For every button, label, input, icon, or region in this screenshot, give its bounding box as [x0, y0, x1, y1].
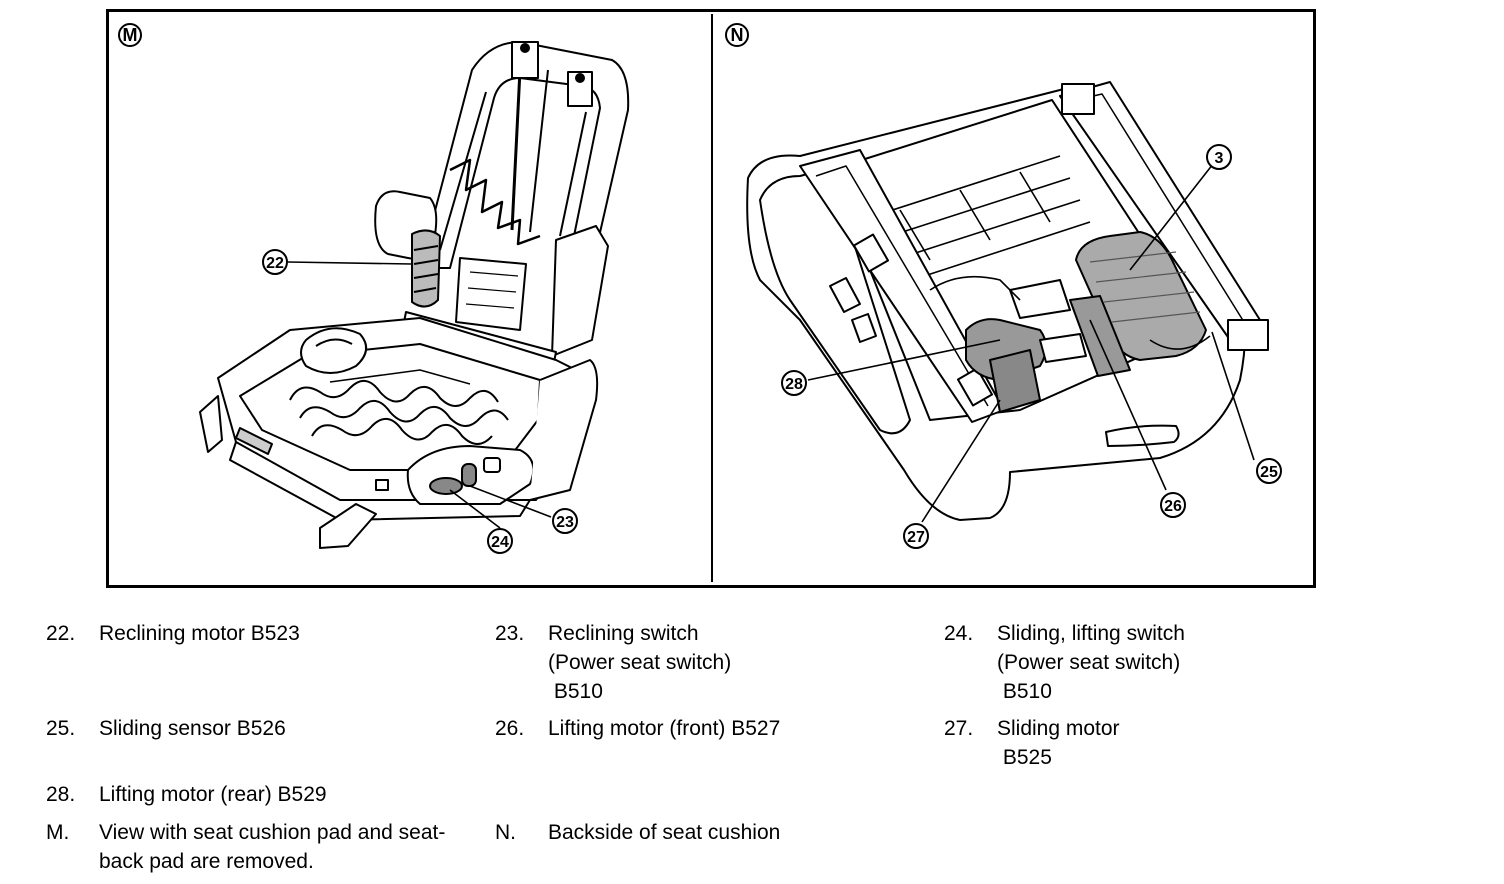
- legend-text: Reclining motor B523: [99, 619, 300, 648]
- legend-number: 24.: [944, 622, 974, 645]
- callout-25: 25: [1256, 458, 1282, 484]
- legend-number: 26.: [495, 717, 525, 740]
- legend-line: Lifting motor (rear) B529: [99, 783, 327, 806]
- figure-frame: [106, 9, 1316, 588]
- view-letter-n: N: [731, 25, 744, 45]
- callout-28: 28: [781, 370, 807, 396]
- seat-frame-drawing: [199, 41, 630, 549]
- legend-text: Sliding sensor B526: [99, 714, 286, 743]
- svg-text:28: 28: [785, 376, 803, 393]
- legend-number: N.: [495, 821, 516, 844]
- legend-number: M.: [46, 821, 70, 844]
- legend-line: Lifting motor (front) B527: [548, 717, 781, 740]
- legend-line: Sliding sensor B526: [99, 717, 286, 740]
- legend-text: Sliding, lifting switch (Power seat swit…: [997, 619, 1185, 706]
- legend-line: Reclining motor B523: [99, 622, 300, 645]
- svg-text:23: 23: [556, 514, 574, 531]
- legend-number: 22.: [46, 622, 76, 645]
- legend-line: B525: [997, 746, 1052, 769]
- legend-number: 23.: [495, 622, 525, 645]
- legend-text: Sliding motor B525: [997, 714, 1120, 772]
- legend-text: Lifting motor (rear) B529: [99, 780, 327, 809]
- cushion-underside-drawing: [746, 81, 1269, 521]
- legend-number: 27.: [944, 717, 974, 740]
- svg-text:22: 22: [266, 255, 284, 272]
- legend-text: Reclining switch (Power seat switch) B51…: [548, 619, 731, 706]
- callout-26: 26: [1160, 492, 1186, 518]
- svg-text:3: 3: [1215, 150, 1224, 167]
- legend-text: Backside of seat cushion: [548, 818, 780, 847]
- legend-number: 28.: [46, 783, 76, 806]
- legend-line: Sliding, lifting switch: [997, 622, 1185, 645]
- view-label-n: N: [725, 23, 749, 47]
- svg-text:24: 24: [491, 534, 509, 551]
- legend-text: Lifting motor (front) B527: [548, 714, 780, 743]
- legend-number: 25.: [46, 717, 76, 740]
- legend-text: View with seat cushion pad and seat- bac…: [99, 818, 445, 876]
- legend-line: B510: [997, 680, 1052, 703]
- callout-3: 3: [1206, 144, 1232, 170]
- callout-27: 27: [903, 523, 929, 549]
- legend-line: B510: [548, 680, 603, 703]
- legend-line: Backside of seat cushion: [548, 821, 781, 844]
- svg-text:26: 26: [1164, 498, 1182, 515]
- legend-line: Sliding motor: [997, 717, 1120, 740]
- view-label-m: M: [118, 23, 142, 47]
- legend-line: (Power seat switch): [548, 651, 732, 674]
- legend-line: back pad are removed.: [99, 850, 314, 873]
- callout-22: 22: [262, 249, 288, 275]
- seat-diagram: M N 22 23 24 3 28 25 26 27: [118, 14, 1282, 582]
- view-letter-m: M: [123, 25, 138, 45]
- legend-line: (Power seat switch): [997, 651, 1181, 674]
- callout-23: 23: [552, 508, 578, 534]
- svg-text:27: 27: [907, 529, 925, 546]
- leader-lines: [287, 163, 1255, 529]
- legend-line: Reclining switch: [548, 622, 699, 645]
- legend-line: View with seat cushion pad and seat-: [99, 821, 446, 844]
- callout-24: 24: [487, 528, 513, 554]
- svg-text:25: 25: [1260, 464, 1278, 481]
